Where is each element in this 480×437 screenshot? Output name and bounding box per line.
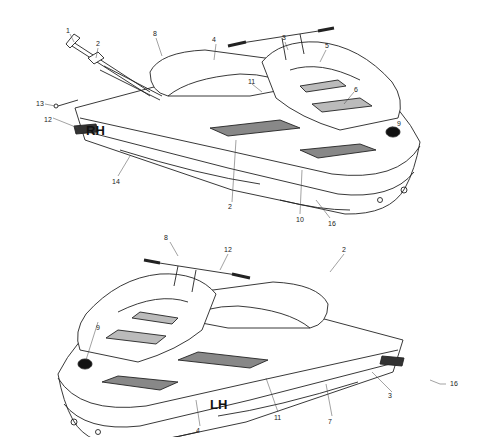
callout-number: 9 bbox=[96, 324, 100, 331]
callout-number: 16 bbox=[328, 220, 336, 227]
callout-number: 14 bbox=[112, 178, 120, 185]
callout-number: 8 bbox=[164, 234, 168, 241]
callout-number: 7 bbox=[328, 418, 332, 425]
callout-number: 3 bbox=[388, 392, 392, 399]
callout-number: 3 bbox=[282, 34, 286, 41]
callout-number: 2 bbox=[342, 246, 346, 253]
callout-number: 2 bbox=[228, 203, 232, 210]
callout-number: 16 bbox=[450, 380, 458, 387]
callout-number: 11 bbox=[274, 414, 281, 421]
callout-number: 13 bbox=[36, 100, 44, 107]
callout-number: 8 bbox=[153, 30, 157, 37]
callout-number: 12 bbox=[224, 246, 232, 253]
callout-number: 4 bbox=[196, 427, 200, 434]
callout-number: 12 bbox=[44, 116, 52, 123]
callout-number: 2 bbox=[96, 40, 100, 47]
view-label: RH bbox=[86, 124, 105, 137]
callout-number: 4 bbox=[212, 36, 216, 43]
callout-number: 6 bbox=[354, 86, 358, 93]
callout-number: 10 bbox=[296, 216, 304, 223]
view-label: LH bbox=[210, 398, 227, 411]
callout-number: 11 bbox=[248, 78, 255, 85]
callout-number: 5 bbox=[325, 42, 329, 49]
callout-number: 9 bbox=[397, 120, 401, 127]
callout-number: 1 bbox=[66, 27, 70, 34]
